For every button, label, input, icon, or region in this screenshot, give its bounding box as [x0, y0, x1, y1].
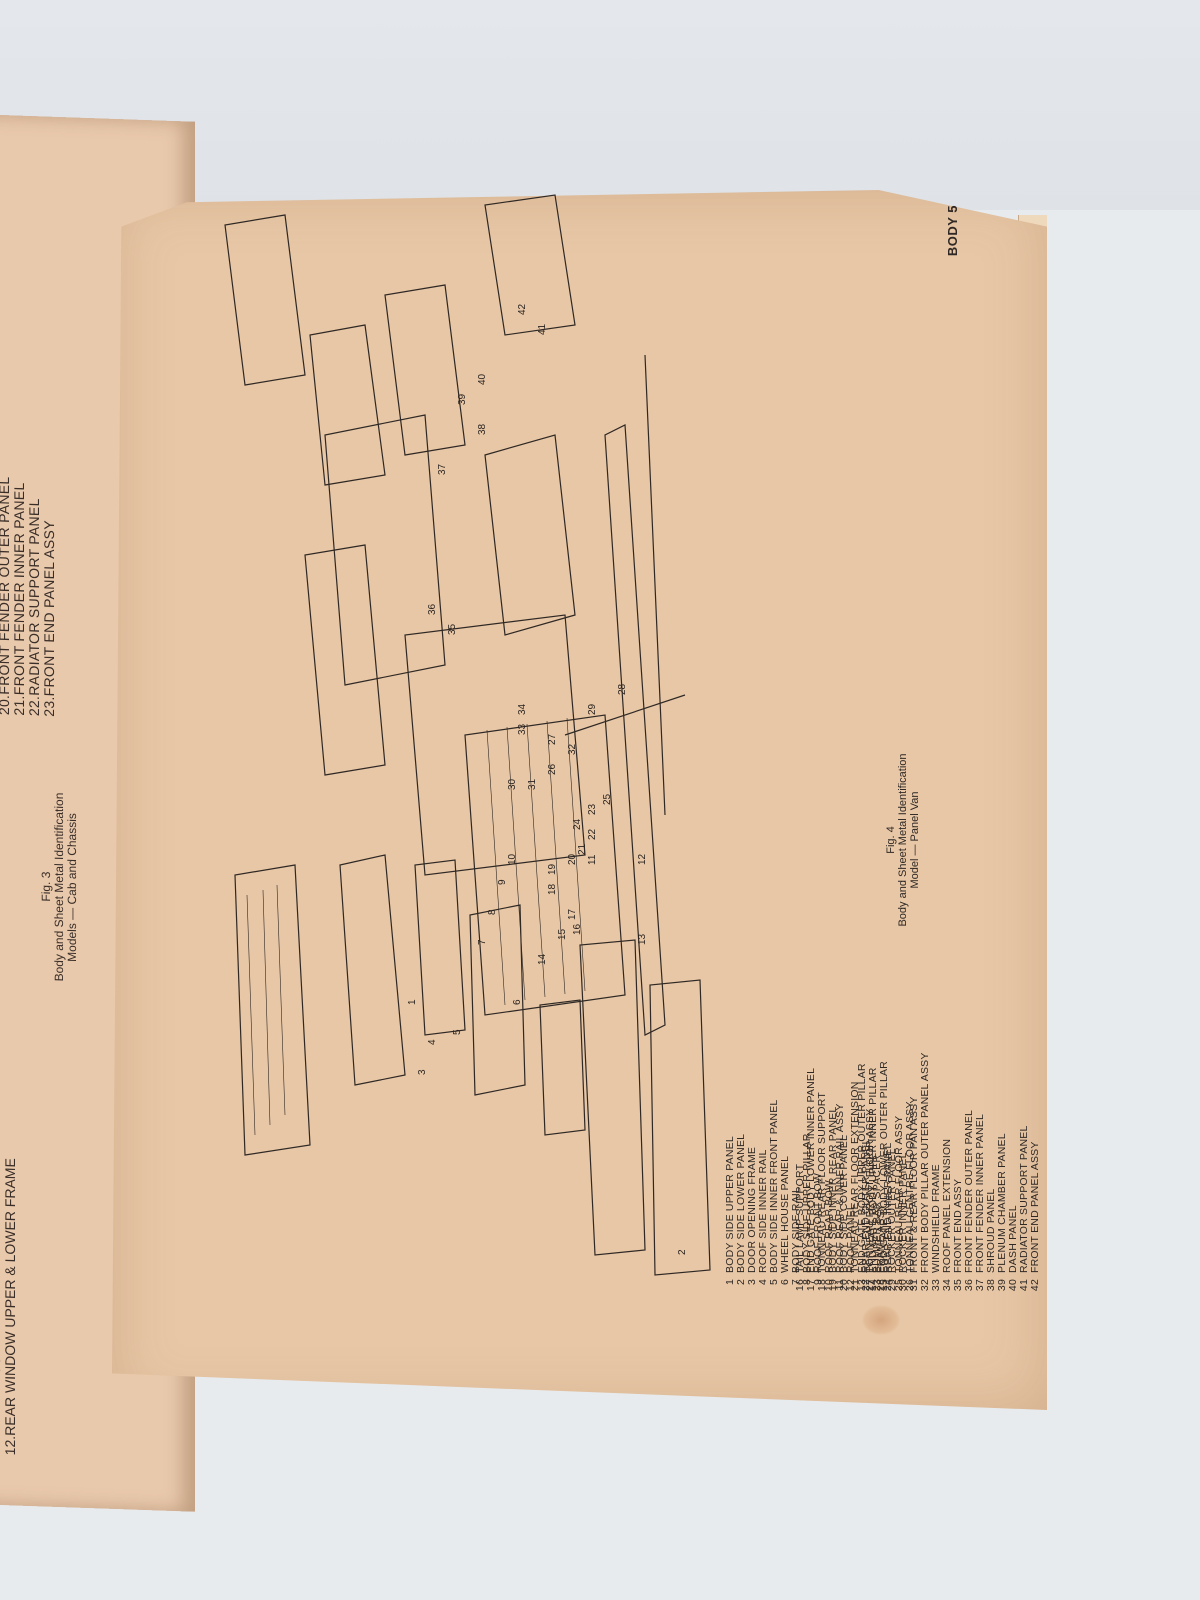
callout-40: 40: [477, 373, 488, 385]
body-side-panel-shape: [579, 939, 646, 1256]
callout-12: 12: [637, 853, 648, 865]
left-list-item: 23.FRONT END PANEL ASSY: [41, 478, 57, 717]
callout-41: 41: [537, 323, 548, 335]
callout-33: 33: [517, 723, 528, 735]
tonneau-floor-shape: [464, 714, 626, 1016]
callout-35: 35: [447, 623, 458, 635]
callout-6: 6: [512, 999, 523, 1005]
fig-3-line2: Models — Cab and Chassis: [65, 812, 79, 963]
roof-panel-ribs: [246, 884, 286, 1136]
callout-21: 21: [577, 843, 588, 855]
body-side-upper-shape: [339, 854, 406, 1086]
callout-20: 20: [567, 853, 578, 865]
left-list-item: 22.RADIATOR SUPPORT PANEL: [26, 477, 42, 717]
legend-item: 42 FRONT END PANEL ASSY: [1029, 1052, 1041, 1295]
callout-5: 5: [452, 1029, 463, 1035]
windshield-frame-shape: [304, 544, 386, 776]
callout-39: 39: [457, 393, 468, 405]
callout-23: 23: [587, 803, 598, 815]
page-header: BODY 5: [945, 205, 960, 257]
callout-22: 22: [587, 828, 598, 840]
body-side-lower-shape: [649, 979, 711, 1276]
left-list-item-number: 12.: [2, 1435, 18, 1456]
paper-stain: [862, 1305, 900, 1335]
callout-1: 1: [407, 999, 418, 1005]
plenum-panel-shape: [384, 284, 466, 456]
callout-9: 9: [497, 879, 508, 885]
left-list-item-number: 22.: [26, 695, 42, 717]
callout-37: 37: [437, 463, 448, 475]
callout-30: 30: [507, 778, 518, 790]
manual-page: [112, 190, 1047, 1410]
callout-19: 19: [547, 863, 558, 875]
fig-4-caption: Fig. 4 Body and Sheet Metal Identificati…: [885, 675, 921, 1005]
radiator-support-shape: [484, 194, 576, 336]
callout-32: 32: [567, 743, 578, 755]
left-list-item: 21.FRONT FENDER INNER PANEL: [11, 477, 27, 716]
callout-28: 28: [617, 683, 628, 695]
callout-8: 8: [487, 909, 498, 915]
callout-42: 42: [517, 303, 528, 315]
shroud-panel-shape: [309, 324, 386, 486]
callout-16: 16: [572, 923, 583, 935]
callout-15: 15: [557, 928, 568, 940]
legend-item-number: 42: [1029, 1279, 1041, 1292]
callout-31: 31: [527, 778, 538, 790]
callout-11: 11: [587, 854, 598, 865]
fig-3-caption: Fig. 3 Body and Sheet Metal Identificati…: [39, 736, 79, 1037]
left-list-item-number: 21.: [11, 694, 27, 716]
callout-36: 36: [427, 603, 438, 615]
tail-lamp-area-shape: [469, 904, 526, 1096]
callout-38: 38: [477, 423, 488, 435]
callout-17: 17: [567, 908, 578, 920]
callout-2: 2: [677, 1249, 688, 1255]
diagram-parts: [224, 194, 711, 1276]
left-list-item-label: REAR WINDOW UPPER & LOWER FRAME: [2, 1157, 18, 1437]
floor-pan-shape: [404, 614, 586, 876]
left-list-item-number: 23.: [41, 696, 57, 717]
frame-rail-shape: [604, 424, 666, 1036]
front-end-assy-shape: [324, 414, 446, 686]
legend-item-label: FRONT END PANEL ASSY: [1029, 1141, 1041, 1273]
fig-4-number: Fig. 4: [885, 826, 897, 854]
callout-34: 34: [517, 703, 528, 715]
callout-29: 29: [587, 703, 598, 715]
left-list-item-label: FRONT END PANEL ASSY: [41, 519, 57, 697]
background-surface: [0, 0, 1200, 210]
left-list-item-label: RADIATOR SUPPORT PANEL: [26, 498, 42, 697]
callout-14: 14: [537, 953, 548, 965]
callout-26: 26: [547, 763, 558, 775]
rear-end-panel-shape: [539, 999, 586, 1136]
frame-cross-members: [564, 354, 686, 816]
roof-panel-shape: [234, 864, 311, 1156]
fig-4-line2: Model — Panel Van: [909, 791, 921, 889]
callout-13: 13: [637, 933, 648, 945]
left-list-item: 12.REAR WINDOW UPPER & LOWER FRAME: [2, 1157, 18, 1456]
wheel-house-shape: [414, 859, 466, 1036]
callout-18: 18: [547, 883, 558, 895]
left-list-item-label: FRONT FENDER INNER PANEL: [11, 482, 27, 696]
callout-3: 3: [417, 1069, 428, 1075]
callout-7: 7: [477, 939, 488, 945]
front-fender-outer-shape: [224, 214, 306, 386]
front-fender-shape: [484, 434, 576, 636]
fig-4-line1: Body and Sheet Metal Identification: [897, 753, 909, 927]
callout-4: 4: [427, 1039, 438, 1045]
callout-24: 24: [572, 818, 583, 830]
callout-25: 25: [602, 793, 613, 805]
callout-27: 27: [547, 733, 558, 745]
callout-10: 10: [507, 853, 518, 865]
